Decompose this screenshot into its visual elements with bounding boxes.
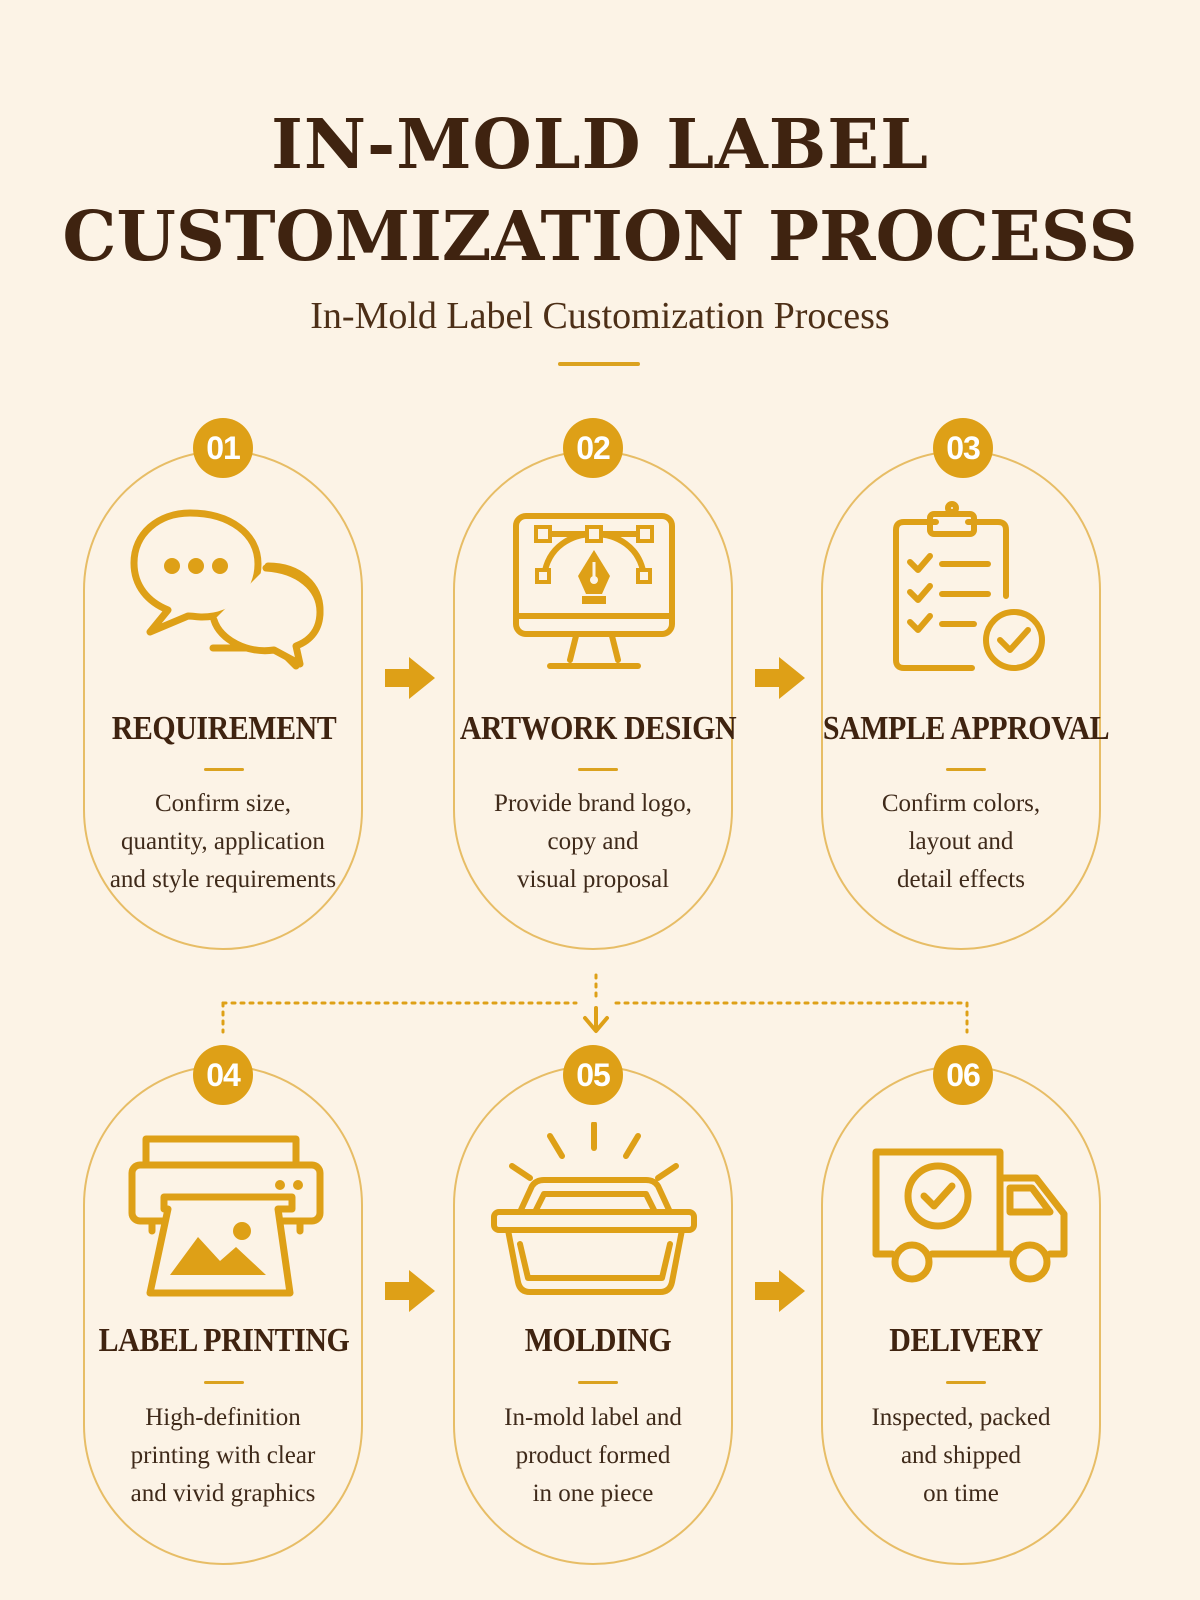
printer-icon [128, 1135, 324, 1297]
chat-bubbles-icon [130, 509, 324, 670]
description-line: printing with clear [130, 1442, 316, 1469]
step-number-badge: 01 [193, 418, 253, 478]
description-line: and vivid graphics [130, 1480, 316, 1507]
description-line: Confirm colors, [881, 790, 1041, 817]
step-title: LABEL PRINTING [98, 1322, 350, 1359]
description-line: Inspected, packed [871, 1404, 1051, 1431]
step-number-badge: 03 [933, 418, 993, 478]
description-line: Provide brand logo, [494, 790, 692, 817]
description-line: and style requirements [109, 866, 337, 893]
step-title: DELIVERY [889, 1322, 1043, 1359]
page-subtitle: In-Mold Label Customization Process [310, 295, 890, 337]
step-number-badge: 05 [563, 1045, 623, 1105]
step-divider [578, 768, 618, 771]
description-line: copy and [547, 828, 639, 855]
step-title: REQUIREMENT [111, 710, 337, 747]
step-title: ARTWORK DESIGN [459, 710, 737, 747]
description-line: and shipped [900, 1442, 1022, 1469]
step-title: SAMPLE APPROVAL [822, 710, 1110, 747]
page-title-line-1: IN-MOLD LABEL [271, 105, 929, 185]
arrow-right-icon [755, 657, 805, 699]
description-line: product formed [515, 1442, 671, 1469]
step-divider [578, 1381, 618, 1384]
page-title-line-2: CUSTOMIZATION PROCESS [62, 197, 1138, 277]
description-line: In-mold label and [504, 1404, 682, 1431]
description-line: High-definition [145, 1404, 301, 1431]
description-line: in one piece [532, 1480, 654, 1507]
description-line: Confirm size, [154, 790, 292, 817]
step-divider [946, 768, 986, 771]
arrow-right-icon [385, 1270, 435, 1312]
step-divider [946, 1381, 986, 1384]
step-divider [204, 768, 244, 771]
description-line: quantity, application [121, 828, 325, 855]
molded-container-icon [491, 1122, 697, 1295]
arrow-right-icon [755, 1270, 805, 1312]
description-line: layout and [908, 828, 1014, 855]
step-number-badge: 02 [563, 418, 623, 478]
arrow-right-icon [385, 657, 435, 699]
title-divider [558, 362, 640, 366]
step-number-badge: 06 [933, 1045, 993, 1105]
description-line: on time [923, 1480, 999, 1507]
step-title: MOLDING [524, 1322, 672, 1359]
delivery-truck-icon [872, 1148, 1068, 1283]
step-number-badge: 04 [193, 1045, 253, 1105]
monitor-pen-tool-icon [513, 513, 675, 669]
clipboard-check-icon [893, 501, 1045, 671]
step-divider [204, 1381, 244, 1384]
description-line: visual proposal [516, 866, 670, 893]
description-line: detail effects [897, 866, 1025, 893]
